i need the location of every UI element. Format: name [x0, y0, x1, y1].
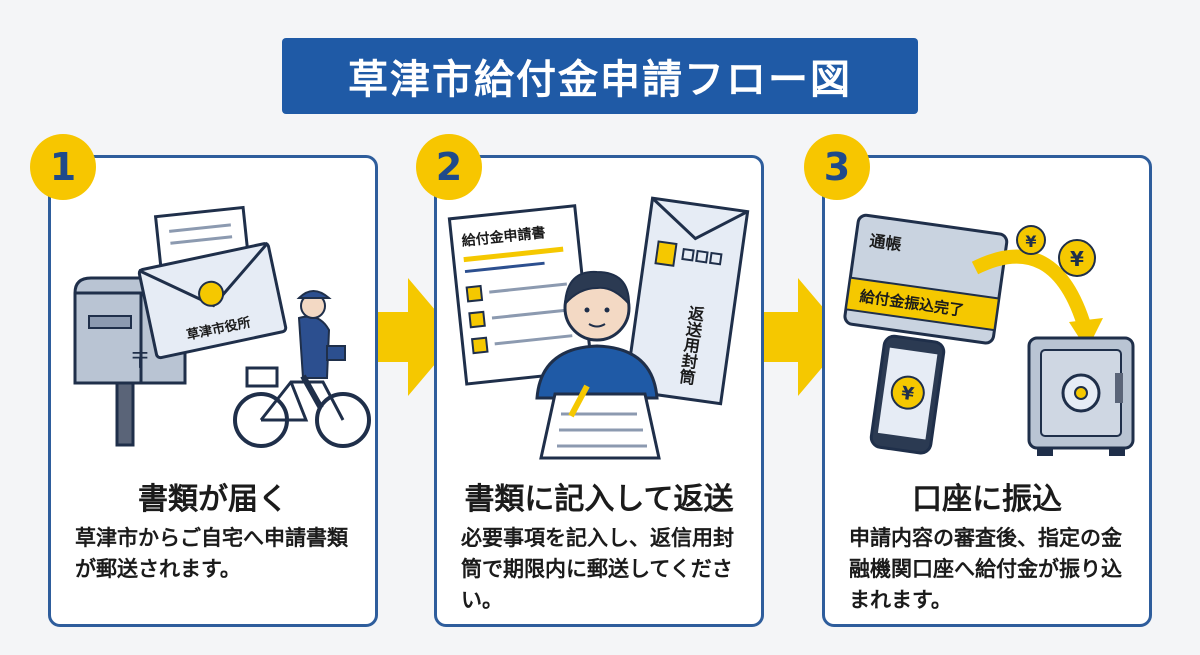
svg-text:¥: ¥ [900, 383, 916, 406]
application-form-icon: 給付金申請書 [447, 204, 594, 386]
step-card-1: 〒 草津市役所 書類が届く 草津市からご自宅へ申請 [48, 155, 378, 627]
smartphone-icon: ¥ [869, 334, 946, 455]
mail-delivery-illustration: 〒 草津市役所 [73, 205, 371, 448]
step-card-3: 通帳 給付金振込完了 ¥ ¥ ¥ [822, 155, 1152, 627]
step-heading: 口座に振込 [912, 482, 1062, 517]
arrow-right-icon [756, 278, 848, 396]
passbook-icon: 通帳 給付金振込完了 [843, 213, 1009, 345]
step-heading: 書類が届く [138, 482, 288, 517]
step-number-badge: 2 [416, 134, 482, 200]
fill-form-illustration: 給付金申請書 返送用封筒 [447, 196, 750, 460]
bank-transfer-illustration: 通帳 給付金振込完了 ¥ ¥ ¥ [843, 213, 1135, 456]
step-card-2: 給付金申請書 返送用封筒 [434, 155, 764, 627]
yen-coin-icon: ¥ ¥ [1016, 225, 1096, 277]
person-writing-icon [535, 270, 659, 400]
step-description: 必要事項を記入し、返信用封筒で期限内に郵送してください。 [461, 526, 734, 612]
safe-icon [1027, 336, 1135, 456]
step-number-badge: 3 [804, 134, 870, 200]
title-banner: 草津市給付金申請フロー図 [282, 38, 918, 114]
step-number-badge: 1 [30, 134, 96, 200]
svg-text:〒: 〒 [129, 349, 151, 374]
page-title: 草津市給付金申請フロー図 [348, 57, 852, 103]
return-envelope-icon: 返送用封筒 [623, 196, 750, 406]
step-description: 申請内容の審査後、指定の金融機関口座へ給付金が振り込まれます。 [849, 526, 1122, 612]
transfer-arrow-icon [971, 249, 1092, 331]
svg-text:通帳: 通帳 [868, 231, 902, 254]
postman-bicycle-icon [233, 290, 371, 448]
step-description: 草津市からご自宅へ申請書類が郵送されます。 [75, 526, 348, 581]
svg-text:¥: ¥ [1025, 232, 1036, 251]
paper-icon [539, 384, 661, 460]
arrow-right-icon [366, 278, 458, 396]
svg-text:¥: ¥ [1070, 247, 1084, 271]
step-heading: 書類に記入して返送 [464, 482, 734, 517]
envelope-icon: 草津市役所 [137, 241, 288, 360]
